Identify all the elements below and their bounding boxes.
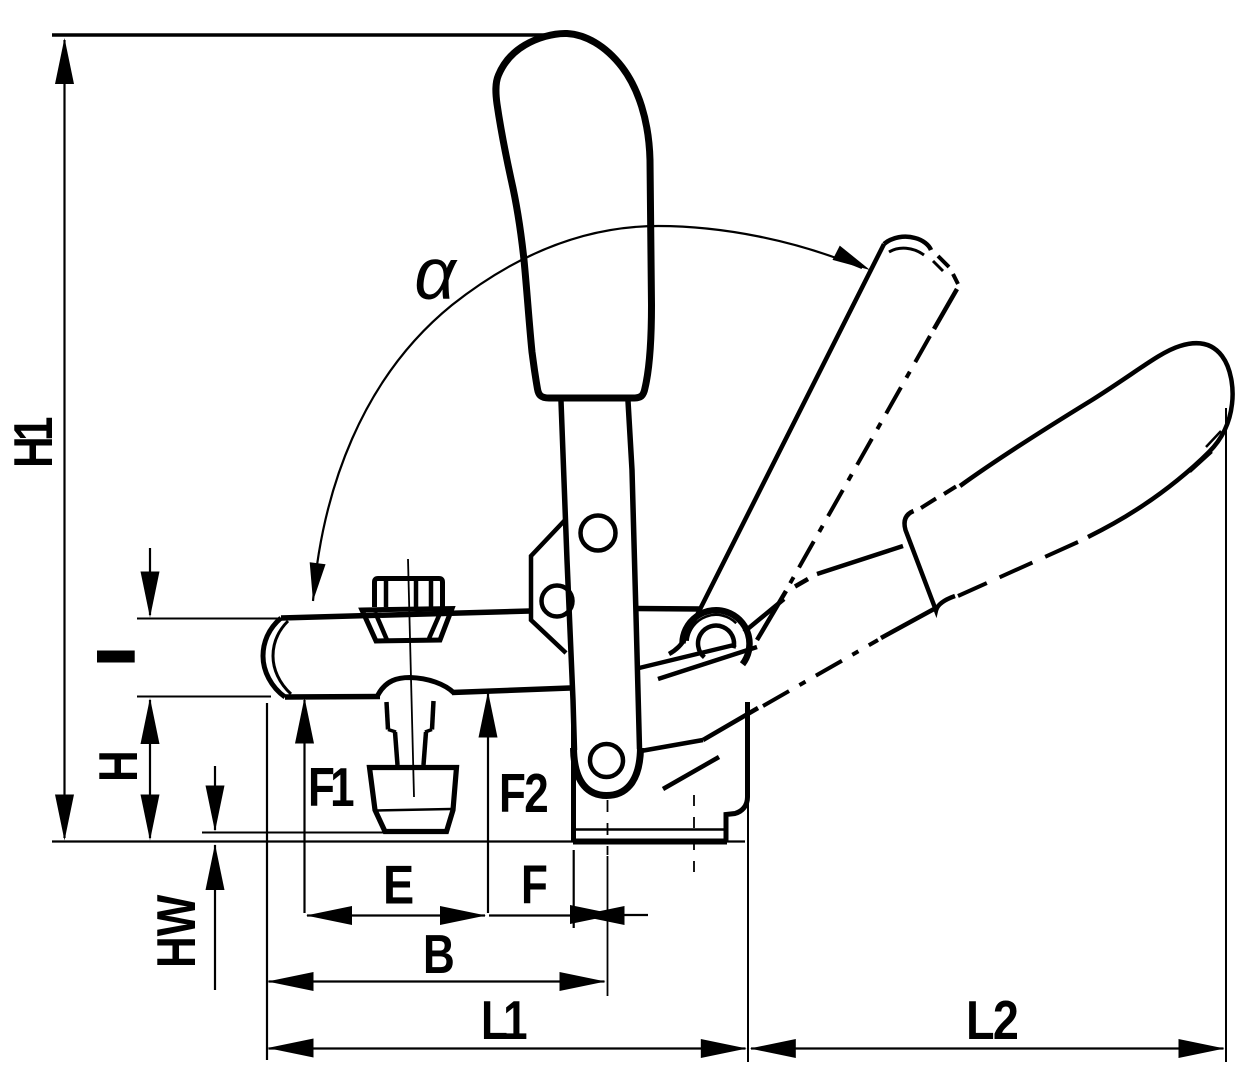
- svg-text:α: α: [414, 234, 458, 315]
- svg-text:E: E: [383, 854, 414, 915]
- svg-text:F: F: [521, 854, 548, 916]
- svg-text:B: B: [423, 923, 455, 985]
- svg-text:H1: H1: [2, 417, 64, 468]
- svg-text:HW: HW: [145, 895, 207, 968]
- svg-text:L1: L1: [481, 989, 527, 1051]
- svg-text:L2: L2: [966, 989, 1018, 1050]
- svg-text:H: H: [87, 750, 149, 782]
- svg-text:F1: F1: [308, 756, 354, 818]
- svg-text:F2: F2: [499, 762, 547, 824]
